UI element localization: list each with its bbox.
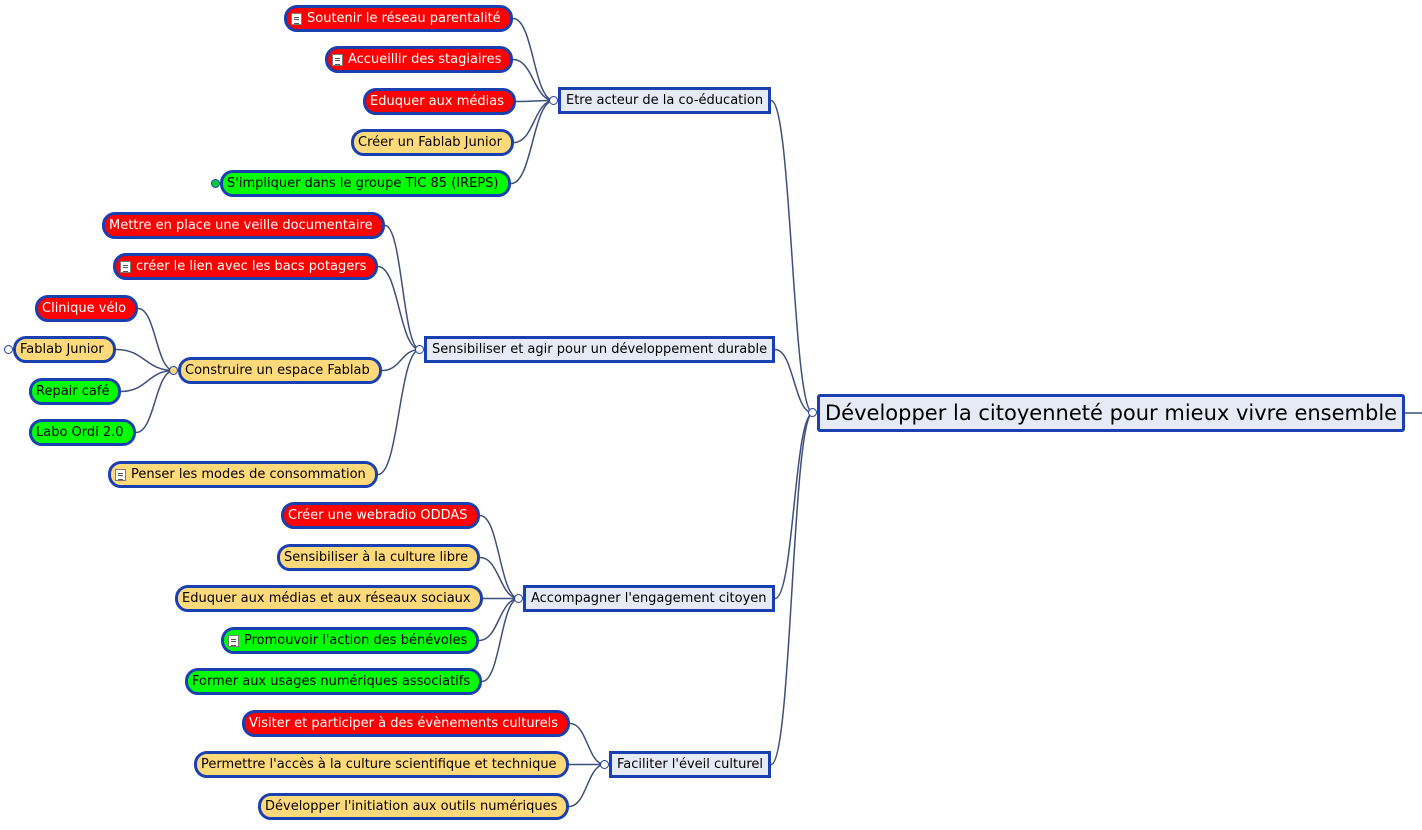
item-bacs-potagers[interactable]: créer le lien avec les bacs potagers — [113, 253, 379, 280]
connector-line — [479, 514, 520, 600]
connector-line — [774, 348, 814, 414]
collapse-toggle-icon[interactable] — [514, 594, 523, 603]
connector-line — [479, 556, 520, 600]
connector-line — [377, 348, 421, 476]
branch-eveil-culturel[interactable]: Faciliter l'éveil culturel — [609, 751, 772, 778]
connector-line — [510, 99, 555, 185]
connector-line — [770, 412, 814, 766]
item-label: créer le lien avec les bacs potagers — [136, 259, 367, 274]
item-label: Mettre en place une veille documentaire — [109, 218, 373, 233]
connector-line — [135, 369, 175, 434]
branch-co-education[interactable]: Etre acteur de la co-éducation — [558, 87, 772, 114]
note-icon — [120, 260, 131, 273]
collapse-toggle-icon[interactable] — [169, 366, 178, 375]
item-tic85-ireps[interactable]: S'impliquer dans le groupe TIC 85 (IREPS… — [220, 170, 511, 197]
branch-engagement-citoyen[interactable]: Accompagner l'engagement citoyen — [523, 585, 775, 612]
item-label: Permettre l'accès à la culture scientifi… — [201, 757, 557, 772]
connector-line — [377, 265, 421, 351]
item-fablab-junior[interactable]: Fablab Junior — [13, 336, 116, 363]
branch-label: Accompagner l'engagement citoyen — [531, 591, 767, 606]
item-labo-ordi[interactable]: Labo Ordi 2.0 — [29, 419, 136, 446]
root-node[interactable]: Développer la citoyenneté pour mieux viv… — [817, 394, 1406, 432]
item-label: Développer l'initiation aux outils numér… — [265, 799, 558, 814]
item-eduquer-medias[interactable]: Eduquer aux médias — [363, 88, 516, 115]
item-repair-cafe[interactable]: Repair café — [29, 378, 122, 405]
item-culture-scientifique[interactable]: Permettre l'accès à la culture scientifi… — [194, 751, 569, 778]
item-accueillir-stagiaires[interactable]: Accueillir des stagiaires — [325, 46, 514, 73]
item-label: Former aux usages numériques associatifs — [192, 674, 471, 689]
branch-label: Faciliter l'éveil culturel — [617, 757, 764, 772]
item-action-benevoles[interactable]: Promouvoir l'action des bénévoles — [221, 627, 480, 654]
branch-developpement-durable[interactable]: Sensibiliser et agir pour un développeme… — [424, 336, 776, 363]
item-evenements-culturels[interactable]: Visiter et participer à des évènements c… — [242, 710, 571, 737]
collapse-toggle-icon[interactable] — [211, 179, 220, 188]
connector-line — [120, 369, 175, 393]
item-creer-fablab-junior[interactable]: Créer un Fablab Junior — [351, 129, 514, 156]
item-label: Sensibiliser à la culture libre — [284, 550, 469, 565]
item-label: Soutenir le réseau parentalité — [307, 11, 501, 26]
connector-line — [481, 597, 520, 683]
item-label: Eduquer aux médias — [370, 94, 504, 109]
connector-line — [568, 763, 606, 808]
item-outils-numeriques[interactable]: Développer l'initiation aux outils numér… — [258, 793, 570, 820]
item-label: Eduquer aux médias et aux réseaux sociau… — [182, 591, 471, 606]
item-label: Penser les modes de consommation — [131, 467, 366, 482]
connector-line — [512, 17, 555, 102]
item-usages-numeriques[interactable]: Former aux usages numériques associatifs — [185, 668, 483, 695]
item-label: Promouvoir l'action des bénévoles — [244, 633, 468, 648]
note-icon — [115, 468, 126, 481]
item-label: Labo Ordi 2.0 — [36, 425, 124, 440]
item-modes-consommation[interactable]: Penser les modes de consommation — [108, 461, 378, 488]
note-icon — [291, 12, 302, 25]
item-veille-documentaire[interactable]: Mettre en place une veille documentaire — [102, 212, 385, 239]
item-label: Construire un espace Fablab — [185, 363, 370, 378]
collapse-toggle-icon[interactable] — [549, 96, 558, 105]
item-webradio-oddas[interactable]: Créer une webradio ODDAS — [281, 502, 480, 529]
item-label: Accueillir des stagiaires — [348, 52, 502, 67]
root-label: Développer la citoyenneté pour mieux viv… — [825, 401, 1398, 425]
collapse-toggle-icon[interactable] — [808, 408, 817, 417]
item-label: Clinique vélo — [42, 301, 127, 316]
item-soutenir-reseau-parentalite[interactable]: Soutenir le réseau parentalité — [284, 5, 513, 32]
note-icon — [332, 53, 343, 66]
collapse-toggle-icon[interactable] — [415, 345, 424, 354]
note-icon — [228, 634, 239, 647]
connector-line — [115, 348, 175, 372]
connector-line — [137, 307, 175, 372]
connector-line — [478, 597, 520, 642]
connector-line — [774, 412, 814, 600]
item-culture-libre[interactable]: Sensibiliser à la culture libre — [277, 544, 481, 571]
branch-label: Etre acteur de la co-éducation — [566, 93, 764, 108]
connector-line — [384, 224, 421, 351]
item-label: Repair café — [36, 384, 110, 399]
item-espace-fablab[interactable]: Construire un espace Fablab — [178, 357, 382, 384]
item-label: Créer une webradio ODDAS — [288, 508, 468, 523]
connector-line — [770, 99, 814, 414]
collapse-toggle-icon[interactable] — [4, 345, 13, 354]
item-medias-reseaux-sociaux[interactable]: Eduquer aux médias et aux réseaux sociau… — [175, 585, 483, 612]
branch-label: Sensibiliser et agir pour un développeme… — [432, 342, 768, 357]
connector-line — [569, 722, 606, 766]
item-clinique-velo[interactable]: Clinique vélo — [35, 295, 139, 322]
item-label: Créer un Fablab Junior — [358, 135, 502, 150]
item-label: Fablab Junior — [20, 342, 104, 357]
item-label: S'impliquer dans le groupe TIC 85 (IREPS… — [227, 176, 499, 191]
collapse-toggle-icon[interactable] — [600, 760, 609, 769]
item-label: Visiter et participer à des évènements c… — [249, 716, 559, 731]
connector-line — [512, 58, 555, 102]
